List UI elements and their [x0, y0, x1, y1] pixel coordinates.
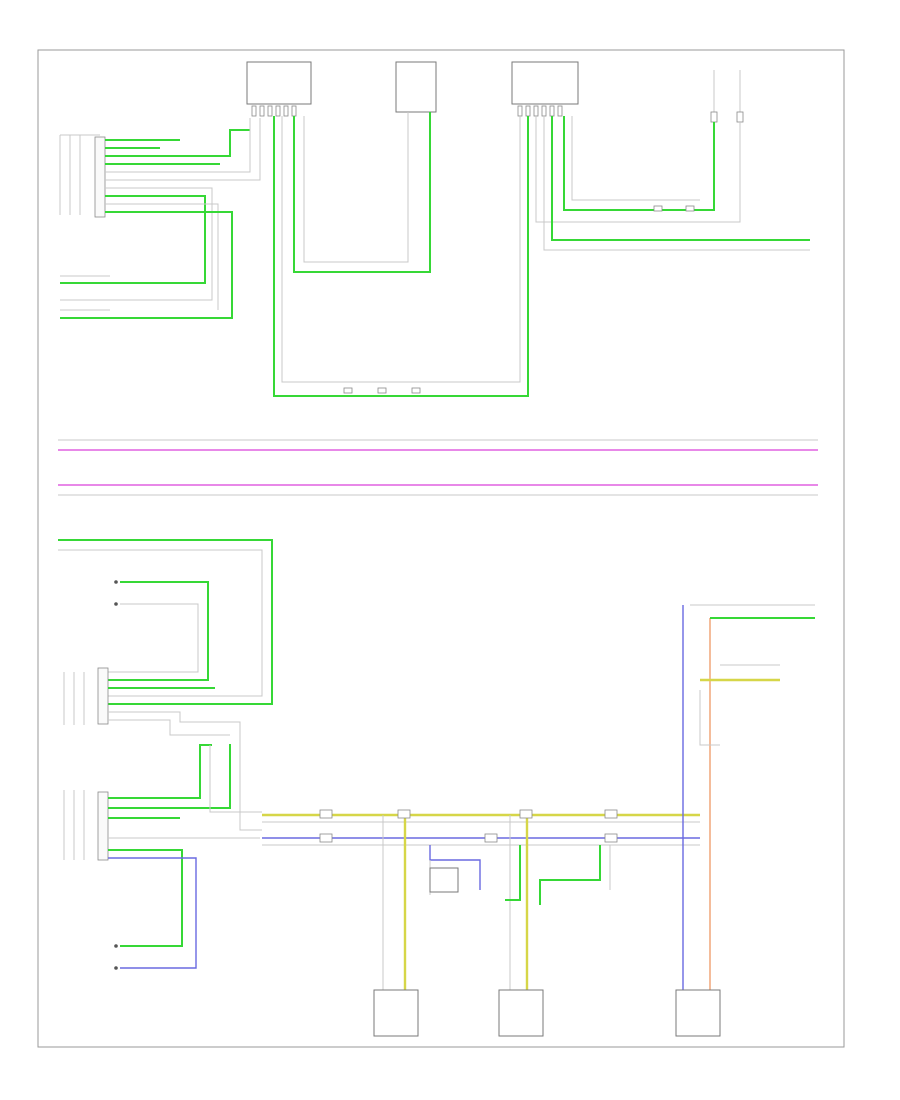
left-terminals-bottom [114, 580, 118, 970]
main-can-bus [209, 745, 700, 846]
diagram-frame [37, 49, 845, 1048]
bus-lines [58, 439, 818, 496]
splice-marks-top [343, 205, 695, 394]
module-top-left-pins [251, 105, 297, 117]
left-stack-wires [60, 118, 261, 319]
connector-stack-left-mid [63, 667, 262, 831]
module-box-top-right [511, 61, 579, 105]
bus-splices [319, 809, 618, 843]
bottom-section [58, 539, 815, 1037]
bottom-left-feed [58, 539, 273, 705]
module-box-bottom-2 [498, 989, 544, 1037]
top-module-harness [273, 112, 810, 397]
module-top-right-pins [517, 105, 563, 117]
module-box-bottom-1 [373, 989, 419, 1037]
connector-stack-left-low [63, 744, 260, 969]
connector-stack-left-top [59, 134, 106, 218]
top-section [59, 61, 810, 397]
sensor-stubs-top-right [710, 70, 744, 123]
left-stubs-upper [60, 275, 110, 311]
small-component-center [429, 867, 459, 893]
right-side-risers [682, 604, 815, 990]
connector-box-top-middle [395, 61, 437, 113]
module-box-bottom-3 [675, 989, 721, 1037]
module-box-top-left [246, 61, 312, 105]
